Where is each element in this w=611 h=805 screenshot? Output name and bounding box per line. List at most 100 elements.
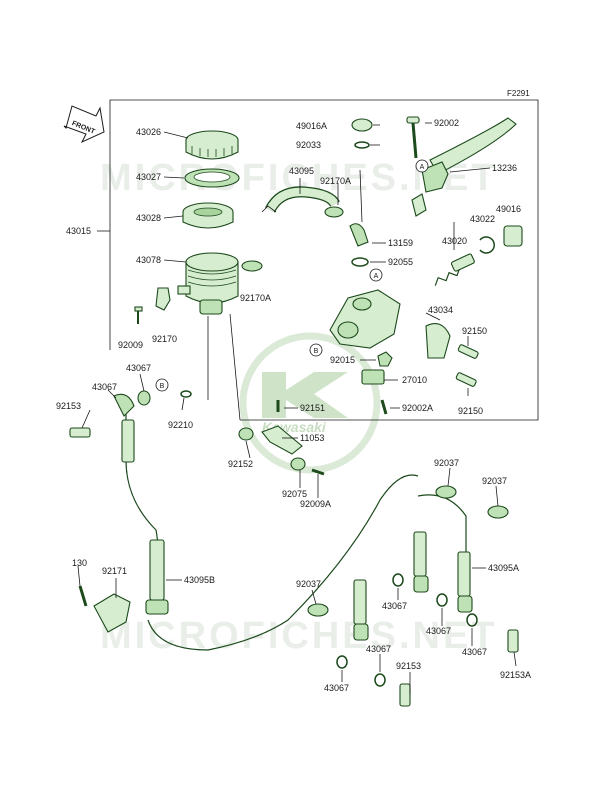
clamp-92037-c: [307, 603, 329, 617]
label-92170: 92170: [152, 334, 177, 344]
label-92037-a: 92037: [434, 458, 459, 468]
label-92009: 92009: [118, 340, 143, 350]
label-43067-c: 43067: [382, 601, 407, 611]
label-92009A: 92009A: [300, 499, 331, 509]
label-43067-a: 43067: [92, 382, 117, 392]
nut-92015: [377, 351, 393, 367]
svg-text:B: B: [314, 348, 319, 355]
label-92037-c: 92037: [296, 579, 321, 589]
watermark-bottom: MICROFICHES.NET: [100, 615, 498, 657]
callout-a-lower: A: [369, 268, 383, 282]
banjo-bolt-92153-b: [399, 683, 411, 707]
label-92150-a: 92150: [462, 326, 487, 336]
screw-92009: [134, 306, 143, 324]
label-92150-b: 92150: [458, 406, 483, 416]
svg-text:A: A: [420, 164, 425, 171]
master-cylinder-body: [329, 289, 401, 349]
label-92210: 92210: [168, 420, 193, 430]
label-43015: 43015: [66, 226, 91, 236]
bracket-92170: [155, 287, 171, 311]
circlip-43022: [479, 236, 495, 254]
label-92171: 92171: [102, 566, 127, 576]
label-92170A-upper: 92170A: [320, 176, 351, 186]
banjo-13159: [349, 169, 369, 247]
screw-92009A: [311, 468, 325, 476]
label-92151: 92151: [300, 403, 325, 413]
reservoir-hose: [261, 186, 340, 213]
label-49016A: 49016A: [296, 121, 327, 131]
bracket-92171: [93, 593, 131, 633]
clamp-92170A-upper: [324, 206, 344, 218]
brake-hose-long: [147, 474, 419, 651]
label-27010: 27010: [402, 375, 427, 385]
label-43026: 43026: [136, 127, 161, 137]
label-92153-a: 92153: [56, 401, 81, 411]
grommet-92152: [238, 427, 254, 441]
reservoir-cap: [185, 130, 239, 160]
collar-92075: [290, 457, 306, 471]
banjo-bolt-92153A: [507, 629, 519, 653]
brake-switch: [361, 369, 385, 385]
clamp-43034: [425, 323, 451, 359]
label-43095A: 43095A: [488, 563, 519, 573]
label-43067-d: 43067: [426, 626, 451, 636]
label-43022: 43022: [470, 214, 495, 224]
label-43067-b: 43067: [126, 363, 151, 373]
label-92015: 92015: [330, 355, 355, 365]
label-49016: 49016: [496, 204, 521, 214]
leader-lines: [77, 122, 517, 694]
bolt-92150-a: [457, 344, 479, 359]
label-43067-g: 43067: [324, 683, 349, 693]
bolt-130: [78, 585, 88, 607]
ring-92033: [354, 141, 370, 149]
brake-hose-right-link: [417, 494, 467, 560]
brake-hose-right: [353, 531, 473, 641]
label-92033: 92033: [296, 140, 321, 150]
label-92152: 92152: [228, 459, 253, 469]
callout-b-lower: B: [155, 378, 169, 392]
clamp-92037-b: [487, 505, 509, 519]
oring-92055: [351, 257, 369, 267]
label-11053: 11053: [300, 433, 324, 443]
label-130: 130: [72, 558, 87, 568]
label-43078: 43078: [136, 255, 161, 265]
bolt-92002: [406, 116, 420, 159]
label-92055: 92055: [388, 257, 413, 267]
reservoir-diaphragm: [182, 202, 234, 229]
part-labels: 43026 43027 43028 43015 43078 92009 9217…: [56, 118, 531, 693]
callout-b-upper: B: [309, 343, 323, 357]
label-92153A: 92153A: [500, 670, 531, 680]
svg-text:A: A: [374, 273, 379, 280]
piston-43020: [434, 253, 475, 286]
bushing-49016A: [351, 118, 373, 132]
callout-a-upper: A: [415, 159, 429, 173]
reservoir-tank: [177, 252, 239, 315]
label-43027: 43027: [136, 172, 161, 182]
screw-92002A: [380, 399, 388, 415]
brake-lever: [411, 117, 517, 217]
label-92037-b: 92037: [482, 476, 507, 486]
bushing-49016: [503, 225, 523, 247]
label-92002A: 92002A: [402, 403, 433, 413]
clamp-92037-a: [435, 485, 457, 499]
bolt-92150-b: [455, 372, 477, 387]
assembly-frame: [109, 99, 539, 421]
label-43028: 43028: [136, 213, 161, 223]
label-92170A-lower: 92170A: [240, 293, 271, 303]
kawasaki-logo: Kawasaki: [239, 332, 381, 474]
label-13159: 13159: [388, 238, 413, 248]
label-43095B: 43095B: [184, 575, 215, 585]
label-43020: 43020: [442, 236, 467, 246]
diagram-code: F2291: [507, 89, 530, 98]
label-43067-e: 43067: [366, 644, 391, 654]
label-92002: 92002: [434, 118, 459, 128]
brake-hose-left: [69, 390, 192, 615]
label-92075: 92075: [282, 489, 307, 499]
front-arrow-icon: FRONT: [63, 105, 105, 144]
label-13236: 13236: [492, 163, 517, 173]
label-92153-b: 92153: [396, 661, 421, 671]
svg-text:B: B: [160, 383, 165, 390]
clamp-92170A-lower: [241, 260, 263, 272]
